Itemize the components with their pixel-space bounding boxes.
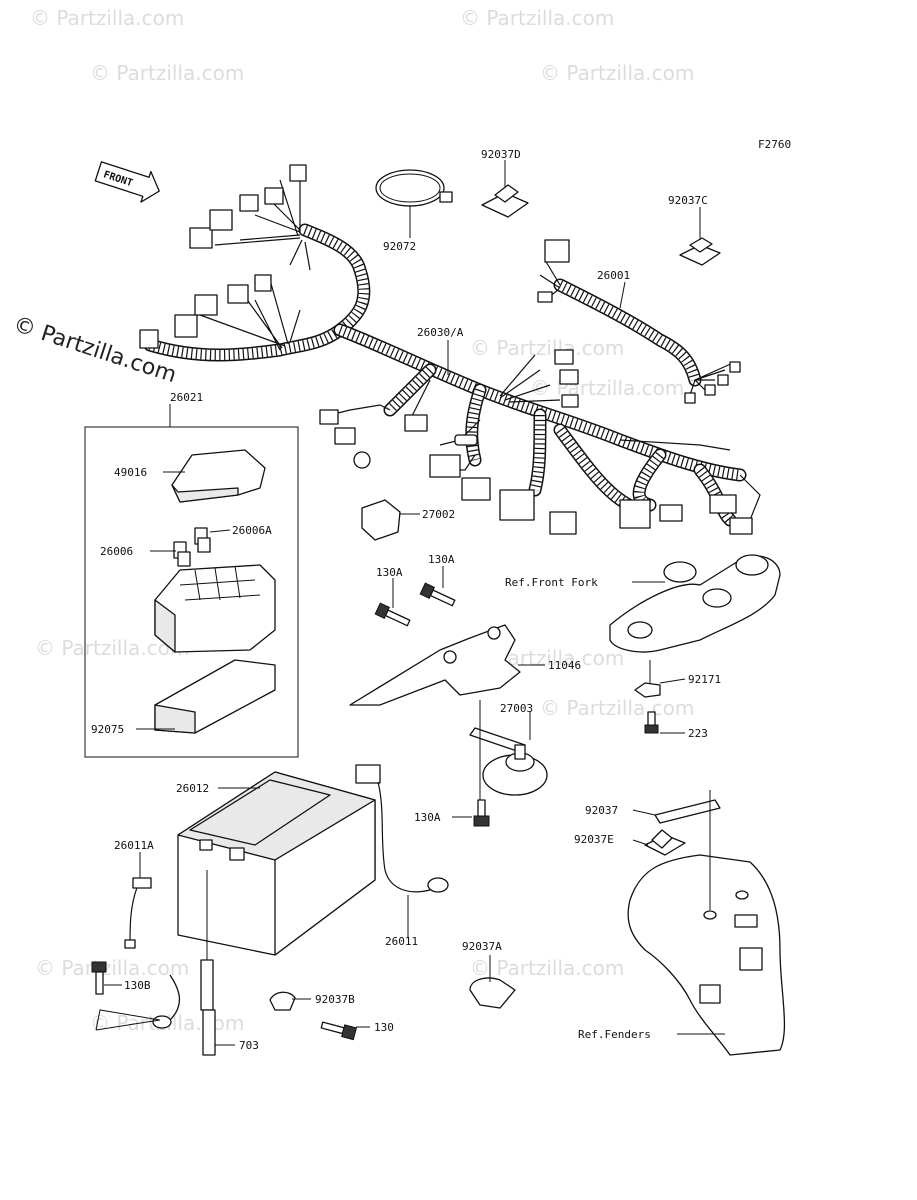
watermarks: © Partzilla.com © Partzilla.com © Partzi… — [30, 6, 694, 1035]
tube-703 — [200, 959, 216, 1056]
clamp-92037B — [269, 991, 296, 1011]
horn-27003 — [469, 727, 548, 796]
bolt-223 — [644, 711, 659, 734]
bolt-130A-lower — [473, 799, 490, 827]
label-26030A: 26030/A — [417, 326, 464, 339]
label-92037D: 92037D — [481, 148, 521, 161]
part-labels: 92037D 92072 92037C 26001 26030/A 26021 … — [91, 148, 721, 1052]
label-26021: 26021 — [170, 391, 203, 404]
leader-lines — [104, 160, 725, 1046]
clamp-92171 — [634, 682, 661, 698]
label-11046: 11046 — [548, 659, 581, 672]
relay-27002 — [361, 499, 401, 541]
fuse-26006 — [173, 541, 191, 567]
clamp-92037A — [469, 977, 516, 1009]
label-223: 223 — [688, 727, 708, 740]
label-ref-front-fork: Ref.Front Fork — [505, 576, 598, 589]
watermark-top-right: © Partzilla.com — [540, 61, 694, 85]
label-27002: 27002 — [422, 508, 455, 521]
label-130A-1: 130A — [376, 566, 403, 579]
clamp-92037E — [644, 829, 686, 856]
label-27003: 27003 — [500, 702, 533, 715]
band-92072 — [375, 169, 453, 207]
label-26012: 26012 — [176, 782, 209, 795]
cover-92075 — [154, 659, 276, 734]
bracket-11046 — [349, 624, 521, 706]
cover-49016 — [171, 449, 266, 503]
pad-92037 — [654, 799, 721, 824]
watermark-top-left-2: © Partzilla.com — [90, 61, 244, 85]
label-92072: 92072 — [383, 240, 416, 253]
cable-negative — [152, 974, 181, 1029]
front-arrow-icon: FRONT — [94, 161, 160, 203]
cable-26011 — [355, 764, 449, 893]
bolt-130A-upper-right — [419, 582, 456, 607]
watermark-bottom-mid: © Partzilla.com — [470, 956, 624, 980]
label-26011: 26011 — [385, 935, 418, 948]
watermark-top-center: © Partzilla.com — [460, 6, 614, 30]
bolt-130B — [91, 961, 107, 995]
label-49016: 49016 — [114, 466, 147, 479]
label-26006: 26006 — [100, 545, 133, 558]
fuse-26006A — [194, 527, 211, 553]
clamp-92037C — [679, 237, 721, 266]
label-92037A: 92037A — [462, 940, 502, 953]
label-92171: 92171 — [688, 673, 721, 686]
harness-connectors — [139, 164, 753, 535]
watermark-mid-4: © Partzilla.com — [540, 696, 694, 720]
clamp-92037D — [481, 184, 529, 218]
main-wiring-harness — [143, 175, 761, 527]
label-130A-2: 130A — [428, 553, 455, 566]
label-26006A: 26006A — [232, 524, 272, 537]
label-92075: 92075 — [91, 723, 124, 736]
label-92037E: 92037E — [574, 833, 614, 846]
label-92037B: 92037B — [315, 993, 355, 1006]
label-26011A: 26011A — [114, 839, 154, 852]
bolt-130A-upper-left — [374, 602, 411, 627]
label-92037C: 92037C — [668, 194, 708, 207]
rear-fender — [627, 854, 786, 1056]
label-703: 703 — [239, 1039, 259, 1052]
bolt-130 — [320, 1021, 358, 1041]
watermark-bottom-left: © Partzilla.com — [35, 956, 189, 980]
label-130: 130 — [374, 1021, 394, 1034]
fuse-box-assembly-frame — [84, 426, 299, 758]
watermark-mid-1: © Partzilla.com — [470, 336, 624, 360]
fuse-box-body — [154, 564, 276, 653]
bolt-130B-leader-frame — [95, 1009, 161, 1031]
label-26001: 26001 — [597, 269, 630, 282]
figure-code: F2760 — [758, 138, 791, 151]
sub-harness-26001 — [537, 239, 741, 404]
battery-26012 — [177, 771, 376, 956]
cable-26011A — [124, 877, 152, 949]
watermark-mid-2: © Partzilla.com — [530, 376, 684, 400]
watermark-top-left: © Partzilla.com — [30, 6, 184, 30]
label-130B: 130B — [124, 979, 151, 992]
label-130A-3: 130A — [414, 811, 441, 824]
label-ref-fenders: Ref.Fenders — [578, 1028, 651, 1041]
label-92037: 92037 — [585, 804, 618, 817]
front-fork-bracket — [609, 554, 781, 653]
